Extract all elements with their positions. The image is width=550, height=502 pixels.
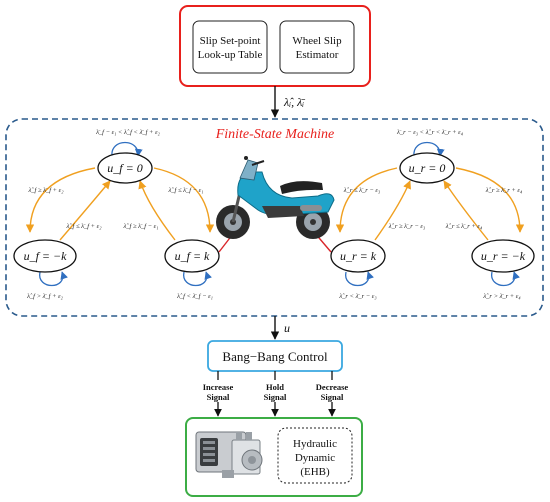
decrease-signal-line2: Signal — [321, 392, 344, 402]
fsm-title: Finite-State Machine — [215, 127, 335, 142]
front-state-plus-k-label: u_f = k — [175, 249, 210, 263]
increase-signal-line1: Increase — [203, 382, 234, 392]
lookup-table-label-2: Look-up Table — [198, 49, 263, 61]
control-signal-label: u — [284, 321, 290, 335]
front-cond-plus-to-zero: λ̂_f ≥ λ̄_f − ε₁ — [122, 223, 158, 230]
front-selfloop-plus — [183, 271, 212, 286]
front-cond-minus-to-zero: λ̂_f ≤ λ̄_f + ε₂ — [65, 223, 102, 230]
rear-state-zero — [399, 152, 455, 184]
rear-state-minus-k — [471, 239, 535, 273]
lookup-table-label-1: Slip Set-point — [200, 35, 261, 47]
slip-estimator-label-2: Estimator — [296, 49, 339, 61]
rear-cond-zero-to-minus: λ̂_r ≥ λ̄_r + ε₄ — [485, 187, 523, 194]
rear-arrow-minus-to-zero — [443, 180, 489, 241]
front-arrow-zero-to-minus — [25, 167, 96, 233]
hold-signal-line2: Signal — [264, 392, 287, 402]
rear-state-plus-k-label: u_r = k — [340, 249, 377, 263]
front-state-plus-k — [164, 239, 220, 273]
front-state-zero-label: u_f = 0 — [107, 161, 142, 175]
hydraulic-label-2: Dynamic — [295, 452, 335, 464]
front-cond-zero-to-plus: λ̂_f ≤ λ̄_f − ε₁ — [167, 187, 203, 194]
motorcycle-icon — [216, 156, 335, 239]
hydraulic-label-3: (EHB) — [300, 466, 330, 478]
rear-selfloop-zero — [413, 142, 445, 157]
rear-cond-self-minus: λ̂_r > λ̄_r + ε₄ — [482, 293, 521, 300]
decrease-signal-line1: Decrease — [316, 382, 349, 392]
front-cond-self-minus: λ̂_f > λ̄_f + ε₂ — [26, 293, 64, 300]
hydraulic-label-1: Hydraulic — [293, 438, 337, 450]
front-cond-zero-to-minus: λ̂_f ≥ λ̄_f + ε₂ — [27, 187, 64, 194]
front-state-minus-k-label: u_f = −k — [24, 249, 68, 263]
decrease-label-bg — [308, 380, 356, 402]
rear-selfloop-minus — [491, 271, 520, 286]
rear-arrow-zero-to-plus — [335, 167, 398, 233]
front-cond-self-plus: λ̂_f < λ̄_f − ε₁ — [176, 293, 213, 300]
hydraulic-dynamic-box — [277, 427, 353, 484]
increase-label-bg — [195, 380, 241, 402]
slip-estimator-box — [279, 20, 355, 74]
rear-cond-self-zero: λ̄_r − ε₃ < λ̂_r < λ̄_r + ε₄ — [396, 129, 464, 136]
slip-estimator-label-1: Wheel Slip — [292, 35, 342, 47]
front-selfloop-minus — [39, 271, 68, 286]
ehb-unit-icon — [195, 431, 263, 478]
front-state-minus-k — [13, 239, 77, 273]
rear-state-plus-k — [330, 239, 386, 273]
front-arrow-minus-to-zero — [59, 180, 111, 241]
rear-cond-minus-to-zero: λ̂_r ≤ λ̄_r + ε₄ — [445, 223, 483, 230]
hold-label-bg — [256, 380, 294, 402]
rear-state-zero-label: u_r = 0 — [409, 161, 446, 175]
estimated-slip-label: λ̂ᵢ, λ̄ᵢ — [283, 95, 305, 109]
front-cond-self-zero: λ̄_f − ε₁ < λ̂_f < λ̄_f + ε₂ — [95, 129, 161, 136]
bang-bang-label: Bang−Bang Control — [222, 349, 328, 364]
hold-signal-line1: Hold — [266, 382, 284, 392]
rear-cond-self-plus: λ̂_r < λ̄_r − ε₃ — [338, 293, 376, 300]
rear-cond-zero-to-plus: λ̂_r ≤ λ̄_r − ε₃ — [343, 187, 380, 194]
increase-signal-line2: Signal — [207, 392, 230, 402]
front-state-zero — [97, 152, 153, 184]
front-arrow-zero-to-plus — [153, 167, 215, 233]
rear-cond-plus-to-zero: λ̂_r ≥ λ̄_r − ε₃ — [388, 223, 425, 230]
rear-arrow-zero-to-minus — [455, 167, 525, 233]
rear-arrow-plus-to-zero — [374, 180, 411, 241]
front-selfloop-zero — [111, 142, 143, 157]
rear-state-minus-k-label: u_r = −k — [481, 249, 526, 263]
rear-selfloop-plus — [345, 271, 374, 286]
lookup-table-box — [192, 20, 268, 74]
front-arrow-plus-to-zero — [138, 180, 176, 241]
